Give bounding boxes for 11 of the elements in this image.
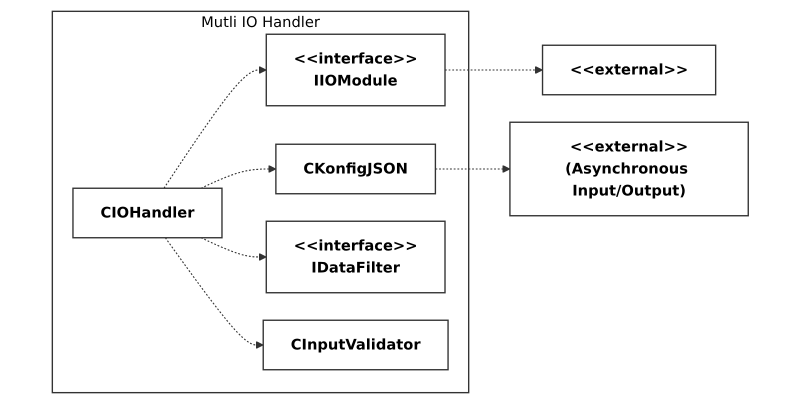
node-box: <<external>> [542, 44, 716, 96]
arrow [163, 66, 266, 189]
arrow [164, 237, 264, 350]
node-box: CIOHandler [72, 188, 222, 238]
node-box: <<interface>> IIOModule [265, 34, 446, 106]
node-box: CInputValidator [262, 320, 448, 370]
node-box: <<external>> (Asynchronous Input/Output) [508, 122, 749, 216]
node-box: <<interface>> IDataFilter [265, 220, 446, 294]
arrow [444, 66, 543, 74]
node-box: CKonfigJSON [274, 144, 436, 194]
arrow [435, 164, 510, 174]
